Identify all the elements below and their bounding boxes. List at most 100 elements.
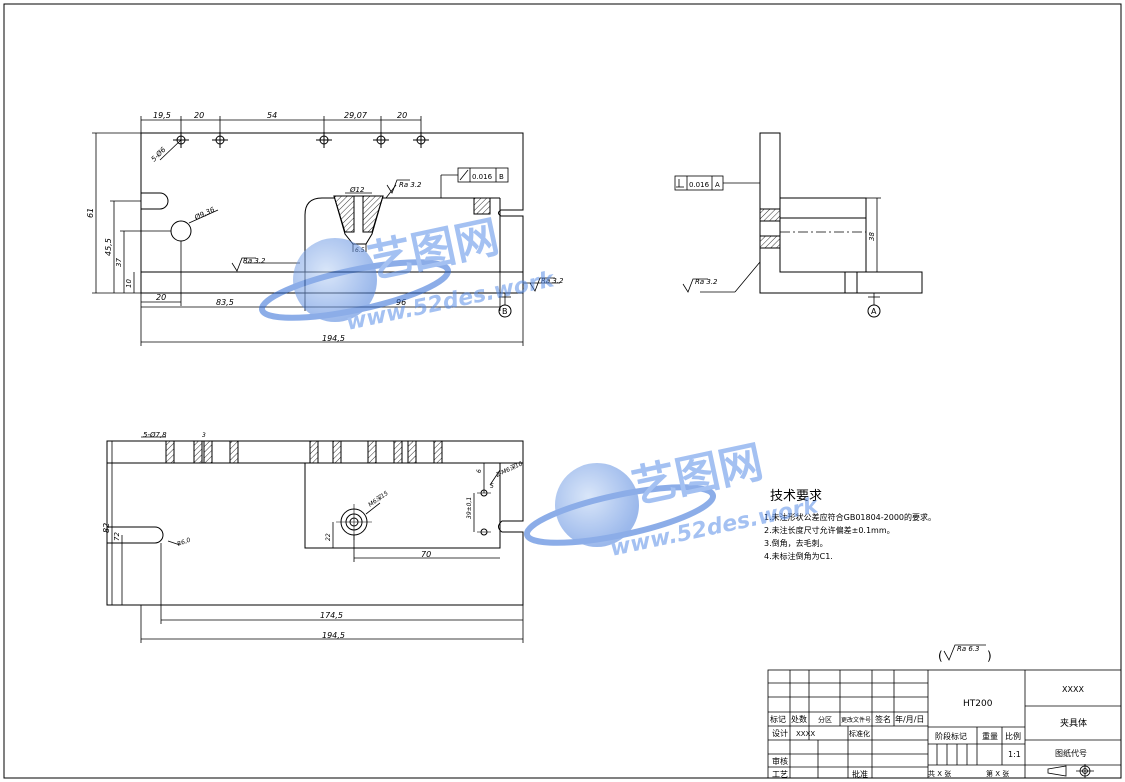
title-block [767,669,1122,779]
dim-plan-70: 70 [421,550,431,559]
watermark-globe-icon-2 [555,463,639,547]
plan-outline [106,440,524,606]
tech-req-item-3: 3.倒角，去毛刺。 [764,538,828,548]
approve-label: 批准 [852,769,868,779]
dim-plan-82: 82 [102,523,111,533]
scale-value: 1:1 [1008,750,1021,759]
datum-b-label: B [502,307,508,316]
sheet-border [3,3,1122,779]
hdr-change-doc: 更改文件号 [841,716,871,724]
dim-height-37: 37 [115,258,123,267]
material: HT200 [963,699,993,709]
plan-slot [107,526,164,544]
side-step-top [779,197,867,219]
plan-view [106,436,524,643]
ra-front-top: Ra 3.2 [399,181,422,189]
design-value: XXXX [796,730,815,738]
side-hatch-2 [759,235,781,249]
front-view-labels: 19,5 20 54 29,07 20 5-Ø6 Ø9,36 61 45,5 3… [86,111,564,343]
datum-a-label: A [871,307,877,316]
side-hole-hatch [473,197,491,215]
dim-plan-1945: 194,5 [322,631,345,640]
front-outline [140,132,524,294]
watermark-cn: 艺图网 [364,211,504,288]
tech-req-title: 技术要求 [770,489,822,504]
dim-top-1: 19,5 [153,111,171,120]
dim-plan-72: 72 [113,532,121,541]
ra-side: Ra 3.2 [695,278,718,286]
process-label: 工艺 [772,770,788,779]
hdr-date: 年/月/日 [895,714,924,724]
sheet-no: 第 X 张 [986,769,1009,778]
review-label: 审核 [772,756,788,766]
watermark-cn-2: 艺图网 [628,436,768,513]
dim-plan-m6: M6深15 [367,490,390,509]
standard-label: 标准化 [849,729,870,738]
datum-b-circle [498,304,512,318]
ra-general: Ra 6.3 [957,645,980,653]
dim-height-mid: 45,5 [104,238,113,256]
dim-bottom-835: 83,5 [216,298,234,307]
top-hole-markers [173,132,429,148]
tol-side-datum: A [715,181,720,189]
dim-plan-6: 6 [476,469,483,473]
dim-plan-39: 39±0,1 [466,497,473,519]
dim-plan-3: 3 [202,432,206,439]
dim-plan-22: 22 [325,533,332,541]
side-outline [759,132,923,294]
dim-side-38: 38 [868,232,876,241]
tech-requirements: 技术要求 1.未注形状公差应符合GB01804-2000的要求。 2.未注长度尺… [764,489,936,561]
scale-label: 比例 [1005,731,1021,741]
dim-height-total: 61 [86,208,95,218]
paren-right: ) [987,649,992,663]
dim-counterbore: Ø12 [349,186,365,194]
dim-height-10: 10 [125,279,133,288]
title-block-labels: HT200 XXXX 夹具体 图纸代号 阶段标记 重量 比例 1:1 标记 处数… [770,685,1087,779]
tol-side-value: 0.016 [689,181,710,189]
side-view-labels: 0.016 A Ra 3.2 38 A [676,179,877,316]
stage-label: 阶段标记 [935,731,967,741]
plan-hole-sections [165,440,443,464]
sheet-total: 共 X 张 [928,769,951,778]
watermark-1: 艺图网 www.52des.work [258,211,558,336]
side-view [674,132,923,318]
dim-holes: 5-Ø6 [150,145,168,163]
watermark-globe-icon [293,238,377,322]
tech-req-item-4: 4.未标注倒角为C1. [764,551,833,561]
counterbore-hatch-left [333,195,355,233]
dim-top-3: 54 [267,111,277,120]
dim-plan-5: 5 [490,483,494,490]
part-name: 夹具体 [1060,717,1087,729]
counterbore-hatch-right [362,195,384,233]
company: XXXX [1062,685,1084,694]
plan-pocket [304,463,501,549]
hdr-zone: 分区 [818,715,832,724]
tol-front-datum: B [499,173,504,181]
dim-top-4: 29,07 [344,111,368,120]
side-hatch-1 [759,208,781,222]
dim-bore: Ø9,36 [193,205,217,222]
dim-plan-holes: 5-Ø7,8 [143,431,167,439]
front-pocket [304,197,500,272]
drawing-no-label: 图纸代号 [1055,748,1087,758]
tol-front-value: 0.016 [472,173,493,181]
hdr-sign: 签名 [875,714,891,724]
weight-label: 重量 [982,731,998,741]
general-roughness: ( Ra 6.3 ) [938,644,992,663]
dim-top-5: 20 [397,111,407,120]
dim-plan-r60: R6,0 [176,537,191,548]
dim-top-2: 20 [194,111,204,120]
tech-req-item-2: 2.未注长度尺寸允许偏差±0.1mm。 [764,525,895,535]
front-view [92,116,560,346]
front-slot [141,192,169,210]
paren-left: ( [938,649,943,663]
design-label: 设计 [772,728,788,738]
dim-bottom-1945: 194,5 [322,334,345,343]
hdr-mark: 标记 [770,714,786,724]
ra-front-right: Ra 3.2 [541,277,564,285]
hdr-count: 处数 [791,714,807,724]
dim-bottom-96: 96 [396,298,406,307]
front-bore [170,220,192,242]
ra-front-base: Ra 3.2 [243,257,266,265]
